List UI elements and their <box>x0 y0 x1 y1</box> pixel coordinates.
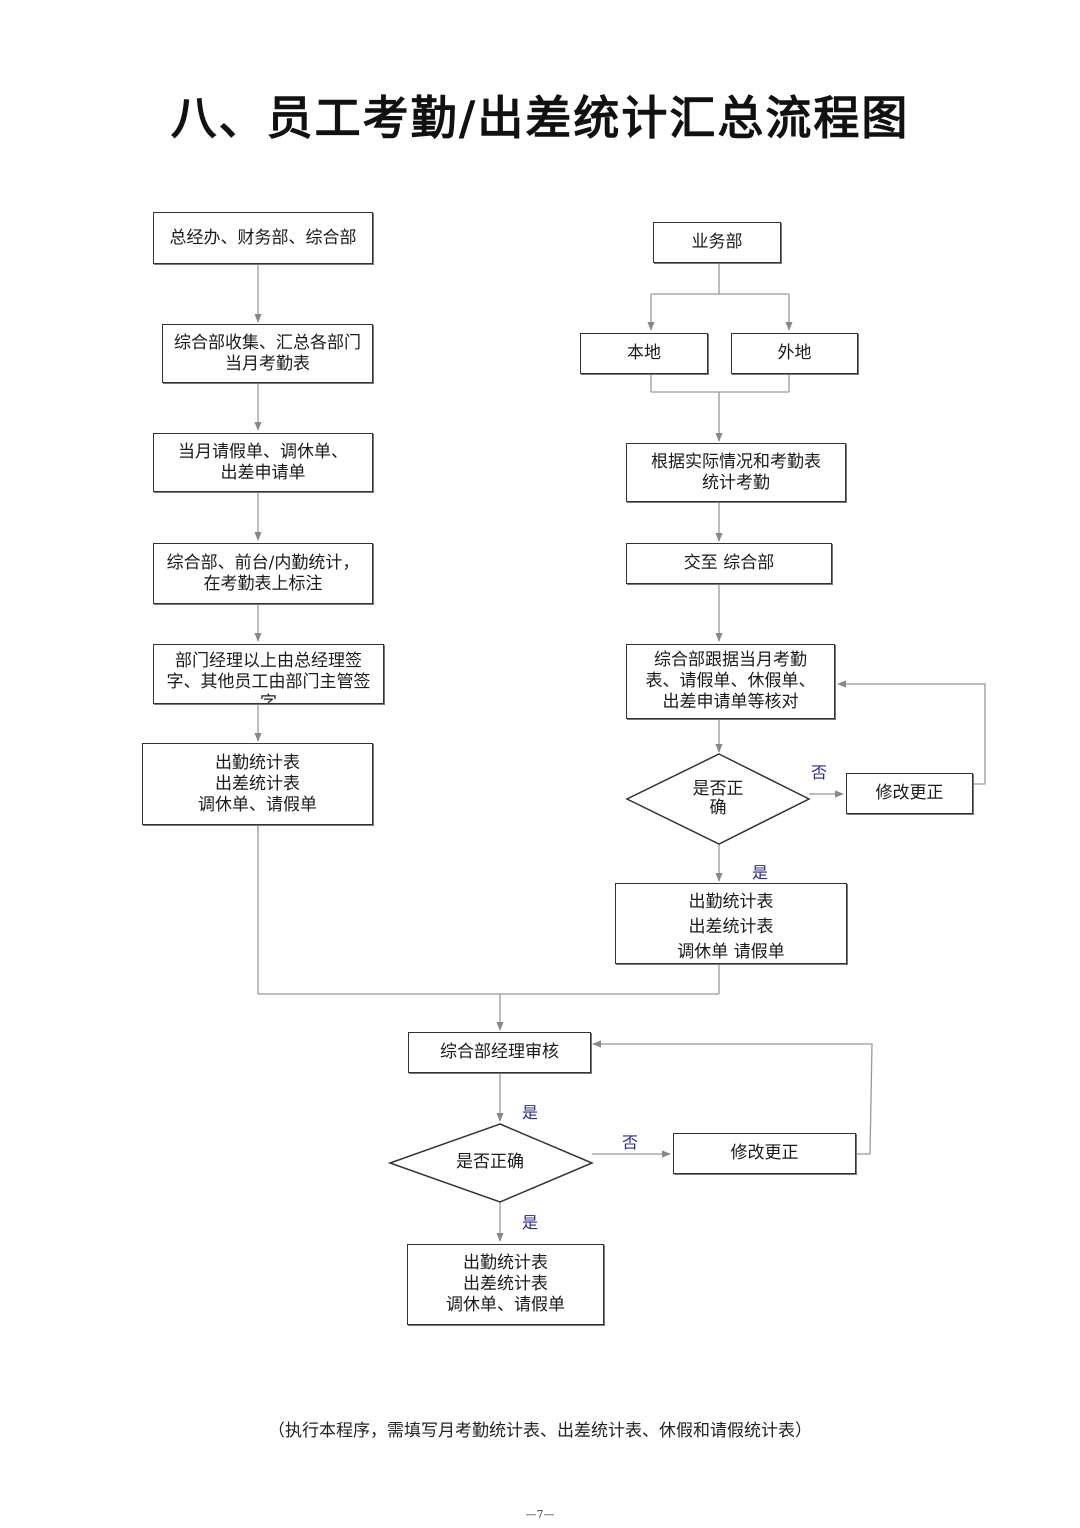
node-remote: 外地 <box>731 333 858 374</box>
node-check: 综合部跟据当月考勤 表、请假单、休假单、 出差申请单等核对 <box>626 644 835 719</box>
label-yes-bottom-1: 是 <box>522 1103 539 1122</box>
loop-bottom-fix-to-review <box>592 1040 873 1155</box>
node-result-left: 出勤统计表 出差统计表 调休单、请假单 <box>142 743 373 825</box>
label-no-right: 否 <box>811 763 828 782</box>
node-local: 本地 <box>580 333 708 374</box>
node-sign: 部门经理以上由总经理签 字、其他员工由部门主管签 字 <box>153 644 384 704</box>
node-result-bottom: 出勤统计表 出差统计表 调休单、请假单 <box>407 1244 604 1325</box>
footer-note: （执行本程序，需填写月考勤统计表、出差统计表、休假和请假统计表） <box>268 1421 812 1441</box>
node-submit: 交至 综合部 <box>626 543 832 584</box>
node-forms: 当月请假单、调休单、 出差申请单 <box>153 433 373 492</box>
node-start-left: 总经办、财务部、综合部 <box>153 212 373 264</box>
node-start-right: 业务部 <box>653 222 781 263</box>
node-result-right: 出勤统计表 出差统计表 调休单 请假单 <box>615 883 847 964</box>
node-collect: 综合部收集、汇总各部门 当月考勤表 <box>162 324 373 383</box>
decision-diamond-bottom <box>387 1123 594 1203</box>
label-no-bottom: 否 <box>622 1133 639 1152</box>
loop-fix-to-check <box>837 680 986 785</box>
decision-diamond-right <box>625 753 811 845</box>
decision-text-bottom: 是否正确 <box>456 1152 524 1172</box>
page-title: 八、员工考勤/出差统计汇总流程图 <box>170 91 910 145</box>
node-fix-bottom: 修改更正 <box>673 1133 856 1174</box>
node-mark: 综合部、前台/内勤统计， 在考勤表上标注 <box>153 543 373 604</box>
node-fix-right: 修改更正 <box>846 773 973 814</box>
label-yes-bottom-2: 是 <box>522 1213 539 1232</box>
node-review: 综合部经理审核 <box>408 1032 591 1073</box>
decision-text-right: 是否正 确 <box>692 779 744 818</box>
label-yes-right: 是 <box>752 863 769 882</box>
page-number: —7— <box>525 1508 555 1521</box>
node-stat: 根据实际情况和考勤表 统计考勤 <box>626 443 846 502</box>
